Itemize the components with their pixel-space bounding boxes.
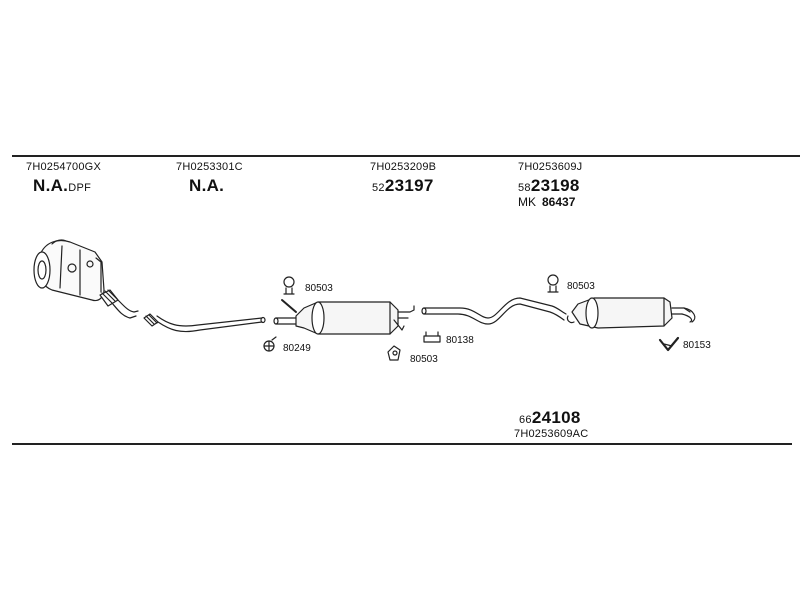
hanger-icon-6 [658,336,680,352]
middle-pipe [143,313,266,333]
part-1-name: N.A.DPF [33,177,91,194]
part-5-prefix: 66 [519,414,532,426]
part-3-number-text: 23197 [384,176,434,195]
part-5-number-text: 24108 [531,408,581,427]
part-2-code: 7H0253301C [176,161,243,173]
flex-pipe [99,289,139,319]
top-rule [12,155,800,157]
part-1-name-text: N.A. [33,176,69,195]
clamp-icon-2 [263,336,277,352]
front-silencer [273,301,415,335]
part-5-code: 7H0253609AC [514,428,589,440]
accessory-1-number: 80503 [305,283,333,294]
part-4-kit-number: 86437 [542,195,576,209]
accessory-3-number: 80503 [410,354,438,365]
part-4-number: 5823198 [518,177,580,194]
part-4-code: 7H0253609J [518,161,583,173]
part-1-code: 7H0254700GX [26,161,101,173]
accessory-2-number: 80249 [283,343,311,354]
clamp-icon-1 [281,276,297,313]
part-2-name: N.A. [189,176,225,195]
part-3-number: 5223197 [372,177,434,194]
intermediate-pipe [421,297,567,325]
part-3-code: 7H0253209B [370,161,437,173]
part-4-kit: MK 86437 [518,196,575,208]
accessory-5-number: 80503 [567,281,595,292]
part-5-number: 6624108 [519,409,581,426]
part-4-kit-prefix: MK [518,195,536,209]
bracket-icon-3 [387,345,401,361]
part-3-prefix: 52 [372,182,385,194]
part-4-number-text: 23198 [530,176,580,195]
clamp-icon-5 [547,274,559,293]
bracket-icon-4 [423,331,441,343]
dpf-converter [33,239,105,302]
accessory-6-number: 80153 [683,340,711,351]
part-1-suffix: DPF [68,182,92,194]
accessory-4-number: 80138 [446,335,474,346]
rear-silencer [566,297,696,329]
bottom-rule [12,443,792,445]
part-4-prefix: 58 [518,182,531,194]
